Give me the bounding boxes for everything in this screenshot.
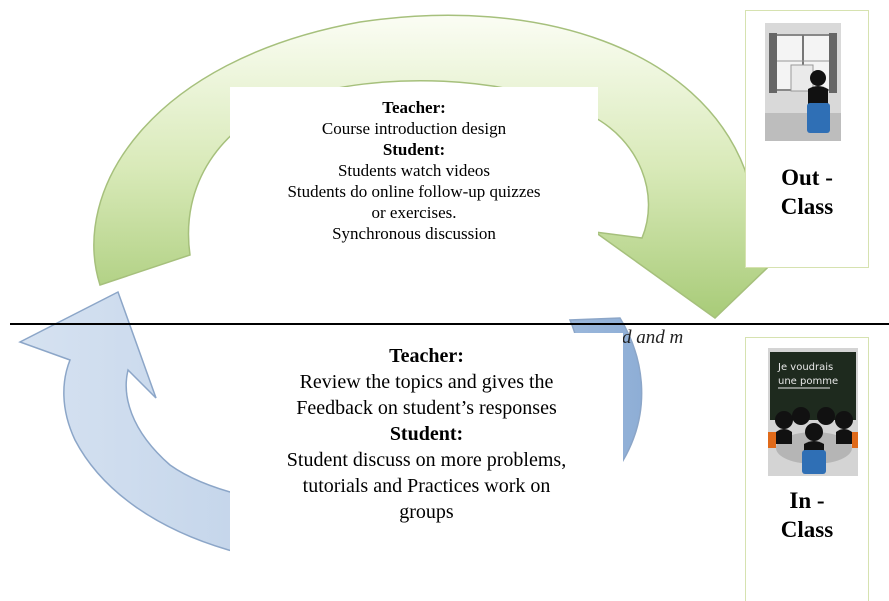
partial-caption: d and m xyxy=(622,327,684,348)
in-class-student-heading: Student: xyxy=(389,423,464,445)
in-class-label-line2: Class xyxy=(780,517,834,542)
in-class-textbox: Teacher: Review the topics and gives the… xyxy=(230,333,623,583)
out-class-student-item: Students do online follow-up quizzes xyxy=(287,182,541,201)
out-class-teacher-item: Course introduction design xyxy=(321,119,507,138)
out-in-divider-line xyxy=(10,323,889,325)
out-class-teacher-heading: Teacher: xyxy=(382,98,446,117)
in-class-teacher-item: Feedback on student’s responses xyxy=(296,397,557,419)
in-class-teacher-item: Review the topics and gives the xyxy=(299,371,554,393)
out-class-student-item: or exercises. xyxy=(371,203,457,222)
in-class-label: In - Class xyxy=(746,486,868,544)
out-class-card: Out - Class xyxy=(745,10,869,268)
out-class-textbox: Teacher: Course introduction design Stud… xyxy=(230,87,598,277)
out-class-student-heading: Student: xyxy=(382,140,446,159)
out-class-student-item: Synchronous discussion xyxy=(332,224,496,243)
in-class-student-item: tutorials and Practices work on xyxy=(302,475,551,497)
out-class-label-line2: Class xyxy=(780,194,834,219)
classroom-window-icon xyxy=(765,23,841,141)
in-class-student-item: groups xyxy=(399,501,454,523)
in-class-label-line1: In - xyxy=(789,488,825,513)
out-class-label: Out - Class xyxy=(746,163,868,221)
out-class-student-item: Students watch videos xyxy=(337,161,491,180)
in-class-student-item: Student discuss on more problems, xyxy=(286,449,567,471)
in-class-teacher-heading: Teacher: xyxy=(389,345,464,367)
out-class-label-line1: Out - xyxy=(781,165,833,190)
in-class-card: Je voudrais une pomme In - Class xyxy=(745,337,869,601)
chalkboard-text-line2: une pomme xyxy=(778,376,838,387)
chalkboard-classroom-icon: Je voudrais une pomme xyxy=(768,348,858,476)
chalkboard-text-line1: Je voudrais xyxy=(777,362,833,373)
